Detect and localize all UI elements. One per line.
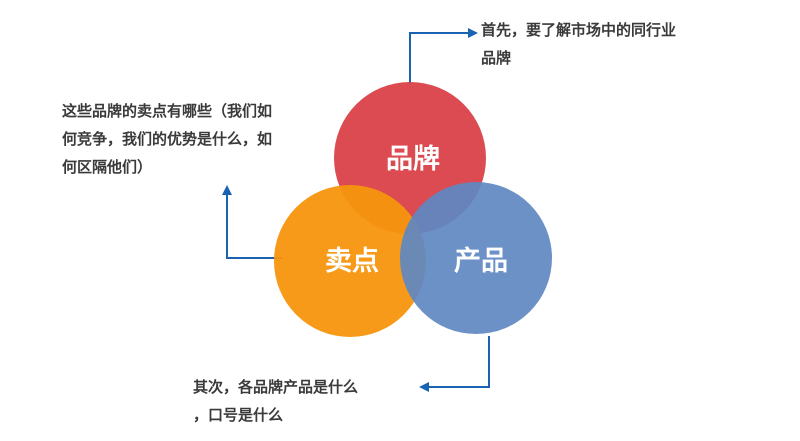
circle-product	[400, 182, 552, 334]
note-bottom: 其次，各品牌产品是什么 ，口号是什么	[193, 373, 358, 429]
arrow-brand-to-top-note	[409, 28, 478, 84]
note-top-line-1: 首先，要了解市场中的同行业	[481, 21, 677, 39]
circle-product-label: 产品	[454, 246, 508, 277]
circle-selling-point-label: 卖点	[325, 246, 379, 277]
note-left-line-3: 何区隔他们）	[62, 158, 153, 176]
note-left-line-1: 这些品牌的卖点有哪些（我们如	[62, 102, 273, 120]
circle-brand-label: 品牌	[386, 144, 440, 175]
circle-selling-point	[274, 185, 426, 337]
note-left-line-2: 何竞争，我们的优势是什么，如	[62, 130, 273, 148]
note-bottom-line-2: ，口号是什么	[193, 406, 284, 424]
arrow-product-to-bottom-note	[419, 336, 490, 392]
note-bottom-line-1: 其次，各品牌产品是什么	[193, 378, 359, 396]
note-left: 这些品牌的卖点有哪些（我们如 何竞争，我们的优势是什么，如 何区隔他们）	[62, 97, 272, 181]
arrow-sellingpoint-to-left-note	[222, 185, 282, 259]
note-top-line-2: 品牌	[481, 49, 512, 67]
note-top: 首先，要了解市场中的同行业 品牌	[481, 16, 676, 72]
